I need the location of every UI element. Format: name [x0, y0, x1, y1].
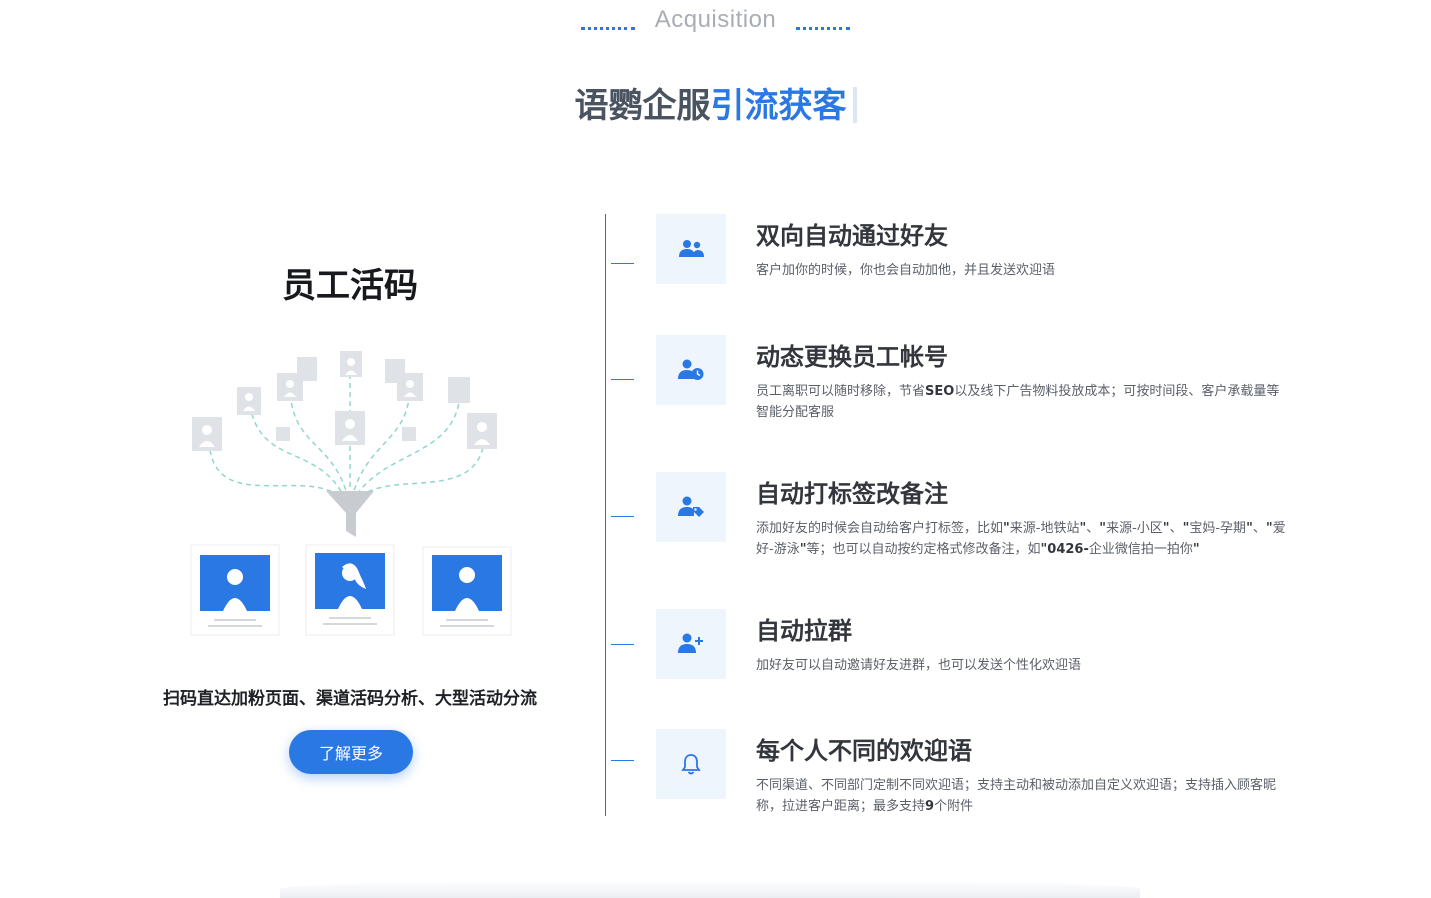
eyebrow-dots-right [796, 26, 851, 30]
feature-desc-bold: " [1079, 521, 1087, 536]
feature-desc-text: 来源-地铁站 [1009, 521, 1080, 536]
feature-desc-bold: " [1192, 542, 1200, 557]
feature-description: 客户加你的时候，你也会自动加他，并且发送欢迎语 [756, 260, 1286, 281]
timeline-tick [611, 644, 634, 645]
feature-desc-text: 企业微信拍一拍你 [1088, 542, 1193, 557]
feature-desc-bold: " [1162, 521, 1170, 536]
feature-desc-bold: " [1265, 521, 1273, 536]
feature-desc-text: 加好友可以自动邀请好友进群，也可以发送个性化欢迎语 [756, 658, 1082, 673]
feature-desc-bold: SEO [925, 384, 955, 399]
bell-icon [681, 754, 701, 775]
funnel-illustration [180, 345, 520, 645]
timeline-tick [611, 263, 634, 264]
timeline-tick [611, 760, 634, 761]
feature-icon-box [656, 729, 726, 799]
user-tag-icon [678, 496, 704, 517]
feature-desc-text: 、 [1086, 521, 1100, 536]
feature-desc-text: 等；也可以自动按约定格式修改备注，如 [806, 542, 1041, 557]
feature-title: 动态更换员工帐号 [756, 343, 948, 371]
feature-icon-box [656, 472, 726, 542]
feature-desc-text: 、 [1169, 521, 1183, 536]
feature-desc-bold: " [1003, 521, 1010, 536]
feature-desc-text: 个附件 [934, 799, 974, 814]
user-group-icon [679, 240, 704, 257]
feature-desc-text: 客户加你的时候，你也会自动加他，并且发送欢迎语 [756, 263, 1056, 278]
timeline-tick [611, 516, 634, 517]
next-section-shadow [280, 880, 1140, 898]
feature-desc-text: 以及线下广告物料投放成本；可按时间段、客户承载量等智能分配客服 [756, 384, 1280, 420]
feature-desc-bold: 9 [925, 799, 935, 814]
feature-title: 自动拉群 [756, 617, 852, 645]
timeline-tick [611, 379, 634, 380]
eyebrow-label: Acquisition [654, 6, 777, 33]
feature-desc-bold: " [1099, 521, 1107, 536]
feature-description: 添加好友的时候会自动给客户打标签，比如"来源-地铁站"、"来源-小区"、"宝妈-… [756, 518, 1286, 560]
learn-more-button[interactable]: 了解更多 [289, 730, 413, 774]
feature-description: 不同渠道、不同部门定制不同欢迎语；支持主动和被动添加自定义欢迎语；支持插入顾客昵… [756, 775, 1286, 817]
typing-caret [852, 87, 857, 123]
feature-description: 员工离职可以随时移除，节省SEO以及线下广告物料投放成本；可按时间段、客户承载量… [756, 381, 1286, 423]
feature-title: 自动打标签改备注 [756, 480, 948, 508]
feature-icon-box [656, 335, 726, 405]
feature-desc-text: 、 [1252, 521, 1266, 536]
feature-description: 加好友可以自动邀请好友进群，也可以发送个性化欢迎语 [756, 655, 1286, 676]
funnel-illustration-svg [190, 351, 512, 636]
user-plus-icon [678, 633, 703, 653]
section-title-accent: 引流获客 [710, 86, 847, 126]
feature-desc-bold: " [799, 542, 807, 557]
feature-desc-bold: " [1182, 521, 1190, 536]
feature-title: 双向自动通过好友 [756, 222, 948, 250]
section-eyebrow: Acquisition [0, 6, 1431, 34]
section-title-main: 语鹦企服 [574, 86, 711, 126]
feature-desc-text: 添加好友的时候会自动给客户打标签，比如 [756, 521, 1004, 536]
eyebrow-dots-left [580, 26, 635, 30]
left-panel-title: 员工活码 [282, 266, 418, 306]
feature-desc-bold: " [1246, 521, 1253, 536]
feature-desc-text: 不同渠道、不同部门定制不同欢迎语；支持主动和被动添加自定义欢迎语；支持插入顾客昵… [756, 778, 1277, 814]
feature-desc-text: 宝妈-孕期 [1189, 521, 1247, 536]
feature-desc-text: 爱好-游泳 [756, 521, 1286, 557]
feature-desc-text: 来源-小区 [1106, 521, 1163, 536]
user-clock-icon [678, 359, 704, 380]
feature-icon-box [656, 214, 726, 284]
feature-desc-text: 员工离职可以随时移除，节省 [756, 384, 926, 399]
timeline-line [605, 214, 606, 816]
left-panel-description: 扫码直达加粉页面、渠道活码分析、大型活动分流 [163, 689, 537, 709]
feature-title: 每个人不同的欢迎语 [756, 737, 972, 765]
section-title: 语鹦企服引流获客 [0, 78, 1431, 127]
feature-icon-box [656, 609, 726, 679]
feature-desc-bold: "0426- [1040, 542, 1089, 557]
